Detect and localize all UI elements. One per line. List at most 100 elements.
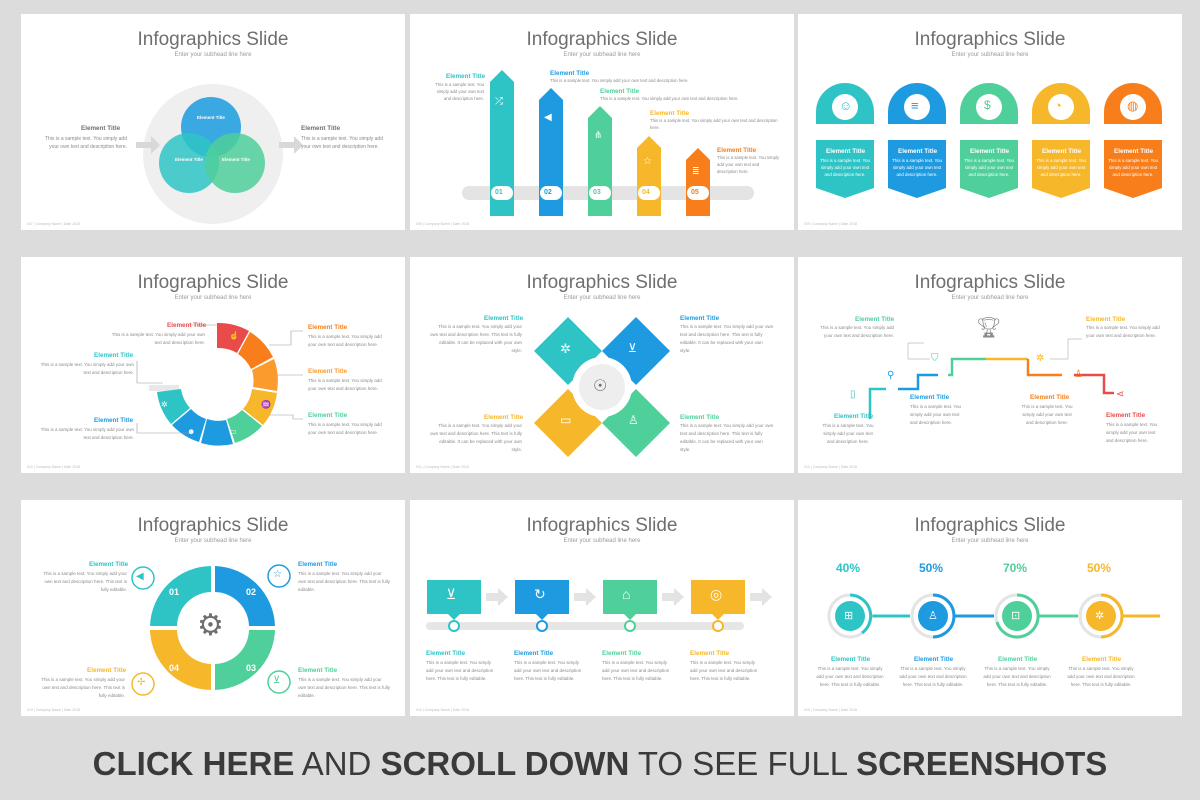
user-icon: ♙ xyxy=(928,610,938,622)
element-text: This is a sample text. You simply add yo… xyxy=(650,118,778,130)
cart-icon: ⊻ xyxy=(446,586,457,602)
element-text: This is a sample text. You simply add yo… xyxy=(430,423,522,452)
element-text: This is a sample text. You simply add yo… xyxy=(910,404,962,425)
slide-subtitle: Enter your subhead line here xyxy=(951,295,1029,301)
element-text: This is a sample text. You simply add yo… xyxy=(550,78,689,83)
element-title: Element Title xyxy=(855,316,895,323)
element-title: Element Title xyxy=(1042,148,1082,155)
dollar-shield-icon: $ xyxy=(984,98,991,112)
step-number: 05 xyxy=(691,189,699,196)
element-title: Element Title xyxy=(650,110,690,117)
trophy-icon: 🏆︎ xyxy=(976,317,1002,339)
element-title: Element Title xyxy=(600,88,640,95)
element-text: This is a sample text. You simply add yo… xyxy=(430,324,522,353)
slide-process-timeline[interactable]: Infographics Slide Enter your subhead li… xyxy=(410,500,794,716)
cycle-number: 04 xyxy=(169,663,180,673)
cta-screenshots: SCREENSHOTS xyxy=(856,745,1108,782)
cycle-ring-graphic xyxy=(131,564,291,696)
element-text: This is a sample text. You simply add yo… xyxy=(602,660,670,681)
layers-icon: ≣ xyxy=(692,166,700,176)
gear-cycle-icon: ⚙ xyxy=(197,609,224,642)
element-text: This is a sample text. You simply add yo… xyxy=(308,378,382,391)
step-number: 02 xyxy=(544,189,552,196)
slide-title: Infographics Slide xyxy=(137,272,289,293)
team-icon: ☺ xyxy=(839,98,853,113)
venn-label-left: Element Title xyxy=(175,157,203,162)
slide-subtitle: Enter your subhead line here xyxy=(951,52,1029,58)
element-title: Element Title xyxy=(717,147,757,154)
cta-click-here[interactable]: CLICK HERE xyxy=(92,745,295,782)
slide-cycle-ring[interactable]: Infographics Slide Enter your subhead li… xyxy=(21,500,405,716)
slide-footer: 007 | Company Name | Date 2018 xyxy=(27,222,80,226)
element-text: This is a sample text. You simply add yo… xyxy=(40,362,134,375)
slide-footer: 014 | Company Name | Date 2018 xyxy=(416,708,469,712)
element-title: Element Title xyxy=(94,417,134,424)
cta-scroll-down: SCROLL DOWN xyxy=(380,745,630,782)
element-title: Element Title xyxy=(1106,412,1146,419)
element-title: Element Title xyxy=(834,413,874,420)
half-ring-graphic xyxy=(136,322,303,446)
element-text: This is a sample text. You simply add yo… xyxy=(983,666,1051,687)
element-text: This is a sample text. You simply add yo… xyxy=(43,571,127,592)
element-text: This is a sample text. You simply add yo… xyxy=(111,332,205,345)
slide-subtitle: Enter your subhead line here xyxy=(174,52,252,58)
slide-icon-tabs[interactable]: Infographics Slide Enter your subhead li… xyxy=(798,14,1182,230)
element-text: This is a sample text. You simply add yo… xyxy=(426,660,494,681)
cta-banner[interactable]: CLICK HERE AND SCROLL DOWN TO SEE FULL S… xyxy=(0,732,1200,800)
head-gear-icon: ☉ xyxy=(593,378,608,395)
element-title: Element Title xyxy=(308,412,348,419)
slide-percent-circles[interactable]: Infographics Slide Enter your subhead li… xyxy=(798,500,1182,716)
percent-value: 50% xyxy=(1087,561,1112,575)
user-icon: ♙ xyxy=(628,413,639,427)
gear-icon: ✲ xyxy=(1036,353,1045,364)
slide-subtitle: Enter your subhead line here xyxy=(563,538,641,544)
element-text: This is a sample text. You simply add yo… xyxy=(1067,666,1135,687)
element-text: This is a sample text. You simply add yo… xyxy=(892,158,942,177)
slide-arrow-bars[interactable]: Infographics Slide Enter your subhead li… xyxy=(410,14,794,230)
mobile-icon: ▯ xyxy=(850,389,856,400)
slide-subtitle: Enter your subhead line here xyxy=(951,538,1029,544)
diamond-petals-graphic xyxy=(534,317,670,457)
flowchart-icon: ⊞ xyxy=(844,610,854,622)
slide-subtitle: Enter your subhead line here xyxy=(174,295,252,301)
slide-footer: 011 | Company Name | Date 2018 xyxy=(416,465,469,469)
share-icon: ⋖ xyxy=(1116,389,1125,400)
slide-footer: 015 | Company Name | Date 2018 xyxy=(804,708,857,712)
element-text: This is a sample text. You simply add yo… xyxy=(600,96,739,101)
slide-half-ring[interactable]: Infographics Slide Enter your subhead li… xyxy=(21,257,405,473)
element-text: This is a sample text. You simply add yo… xyxy=(298,571,390,592)
timeline-graphic xyxy=(426,580,772,632)
element-title: Element Title xyxy=(1030,394,1070,401)
element-text: This is a sample text. You simply add yo… xyxy=(820,325,894,338)
slide-diamond-petals[interactable]: Infographics Slide Enter your subhead li… xyxy=(410,257,794,473)
element-title: Element Title xyxy=(94,352,134,359)
element-title: Element Title xyxy=(826,148,866,155)
percent-value: 50% xyxy=(919,561,944,575)
venn-diagram xyxy=(136,84,303,224)
cycle-number: 01 xyxy=(169,587,180,597)
slide-title: Infographics Slide xyxy=(914,272,1066,293)
element-text: This is a sample text. You simply add yo… xyxy=(816,666,884,687)
compass-icon: ✢ xyxy=(137,677,146,688)
slide-stairs-trophy[interactable]: Infographics Slide Enter your subhead li… xyxy=(798,257,1182,473)
element-title: Element Title xyxy=(514,650,554,657)
slide-footer: 013 | Company Name | Date 2018 xyxy=(27,708,80,712)
element-title: Element Title xyxy=(81,125,121,132)
slide-venn[interactable]: Infographics Slide Enter your subhead li… xyxy=(21,14,405,230)
percent-value: 70% xyxy=(1003,561,1028,575)
cycle-number: 03 xyxy=(246,663,257,673)
element-title: Element Title xyxy=(167,322,207,329)
element-text: This is a sample text. You simply add yo… xyxy=(1106,422,1158,443)
step-number: 03 xyxy=(593,189,601,196)
element-title: Element Title xyxy=(550,70,590,77)
slide-title: Infographics Slide xyxy=(914,29,1066,50)
element-text: This is a sample text. You simply add yo… xyxy=(40,427,134,440)
slide-subtitle: Enter your subhead line here xyxy=(174,538,252,544)
element-title: Element Title xyxy=(690,650,730,657)
element-title: Element Title xyxy=(680,414,720,421)
element-title: Element Title xyxy=(298,667,338,674)
step-number: 01 xyxy=(495,189,503,196)
search-icon: ⚲ xyxy=(887,370,895,381)
pie-icon: ◔ xyxy=(257,361,262,370)
element-text: This is a sample text. You simply add yo… xyxy=(690,660,758,681)
